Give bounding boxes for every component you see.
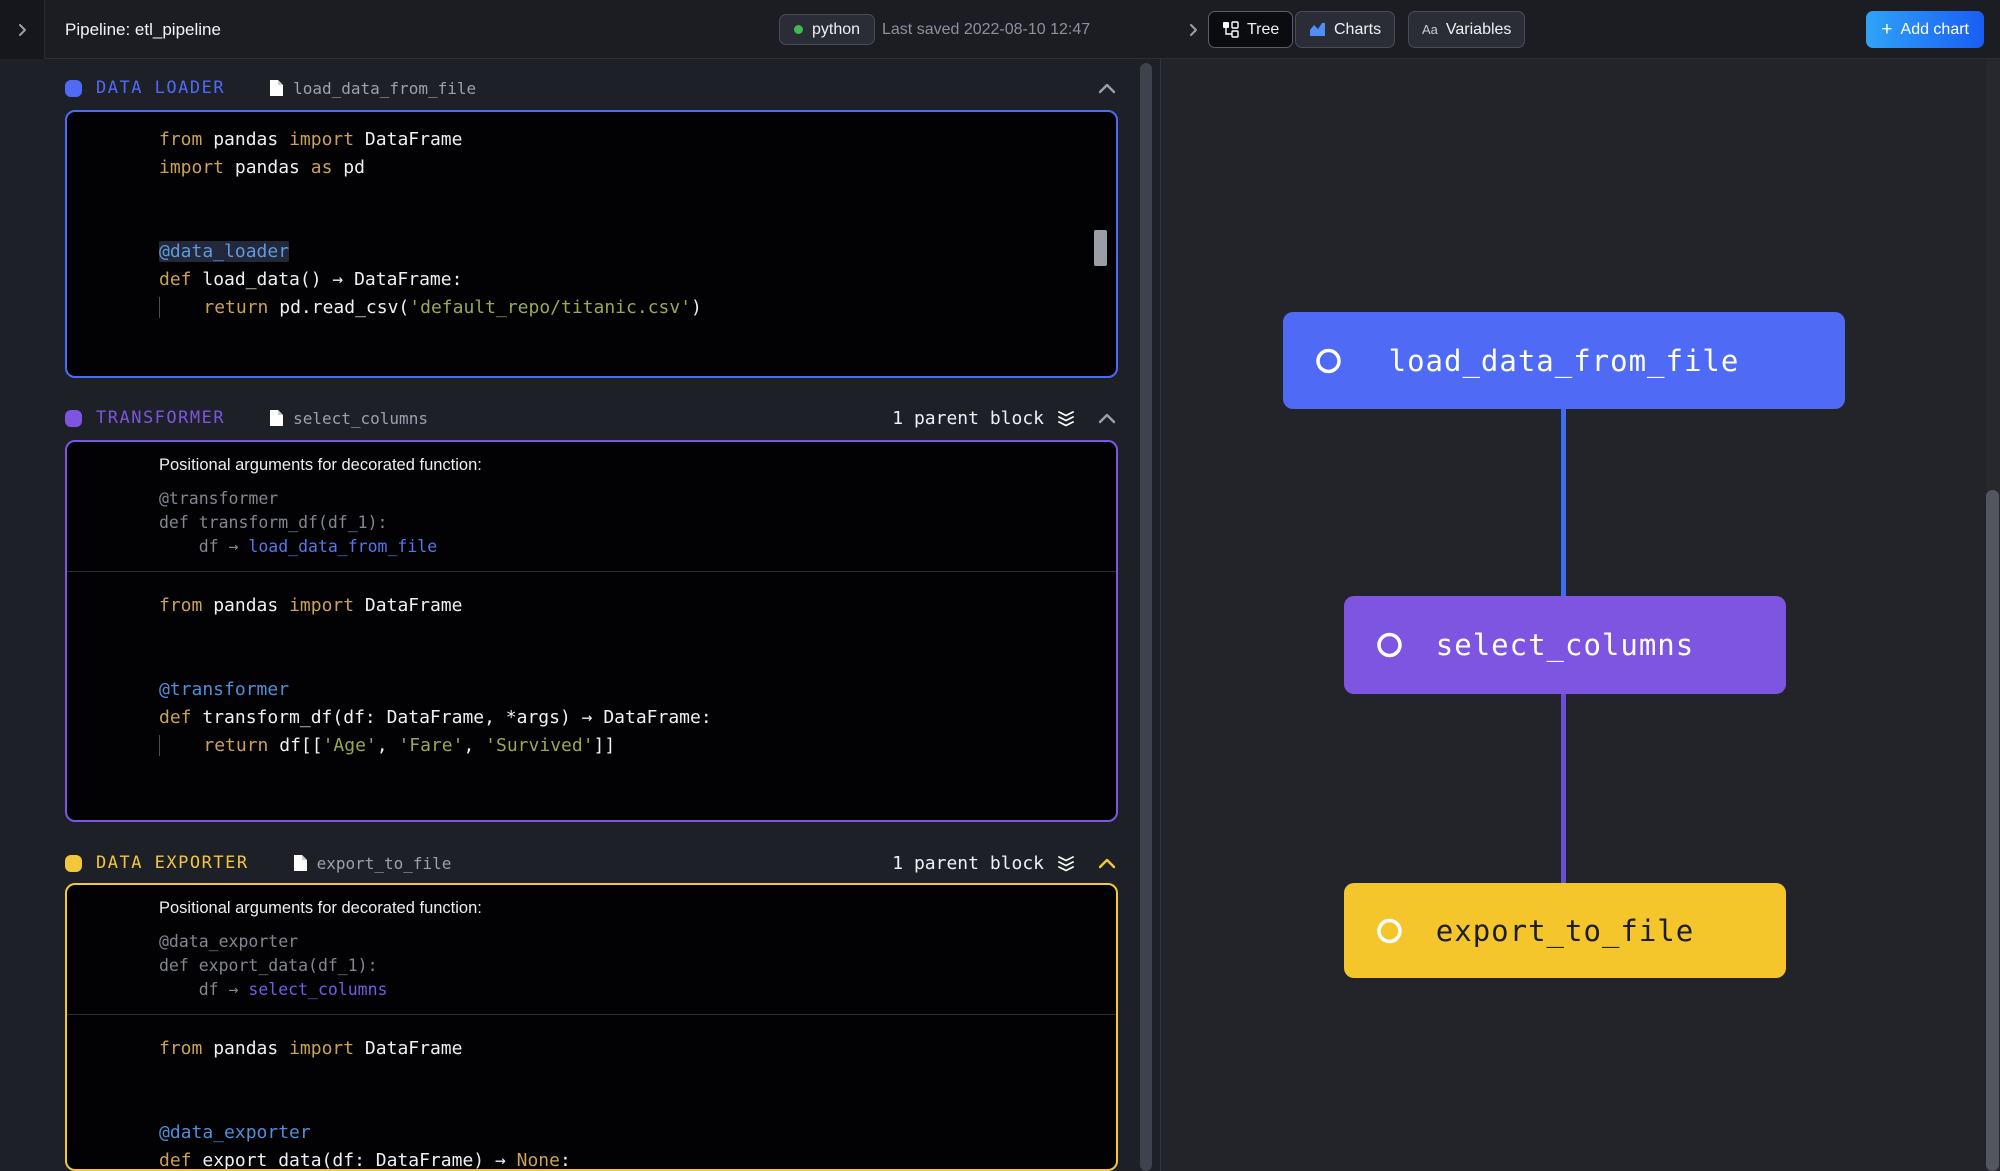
tree-node-select-columns[interactable]: select_columns [1344, 596, 1786, 694]
block-type-dot [65, 854, 82, 872]
positional-args-section: Positional arguments for decorated funct… [67, 442, 1116, 572]
language-status-dot [794, 25, 803, 34]
block-type-label: DATA LOADER [96, 78, 226, 98]
tree-edge-loader-to-transformer [1561, 409, 1566, 596]
data-exporter-code-editor[interactable]: Positional arguments for decorated funct… [65, 883, 1118, 1171]
parent-blocks-label: 1 parent block [892, 407, 1044, 429]
pipeline-editor-panel: DATA LOADER load_data_from_file from pan… [0, 59, 1160, 1171]
collapse-block-button[interactable] [1098, 858, 1116, 869]
tab-tree[interactable]: Tree [1208, 11, 1294, 48]
code-content[interactable]: from pandas import DataFrame @data_expor… [159, 1038, 571, 1171]
panel-collapse-button[interactable] [1178, 0, 1208, 59]
tab-charts[interactable]: Charts [1295, 11, 1396, 48]
file-icon [269, 79, 284, 97]
add-chart-label: Add chart [1900, 20, 1969, 38]
language-label: python [812, 20, 861, 38]
positional-args-title: Positional arguments for decorated funct… [159, 456, 482, 474]
block-file-name: export_to_file [316, 853, 452, 873]
node-status-icon [1376, 917, 1403, 944]
node-label: load_data_from_file [1388, 343, 1740, 378]
collapse-block-button[interactable] [1098, 83, 1116, 94]
chevron-right-icon [19, 23, 26, 36]
variables-icon: Aa [1422, 22, 1438, 37]
parent-blocks-label: 1 parent block [892, 852, 1044, 874]
data-exporter-block-header: DATA EXPORTER export_to_file 1 parent bl… [65, 850, 1118, 876]
block-type-dot [65, 79, 82, 97]
file-icon [293, 854, 308, 872]
plus-icon: + [1881, 19, 1893, 40]
tree-edge-transformer-to-exporter [1561, 694, 1566, 883]
last-saved-text: Last saved 2022-08-10 12:47 [882, 20, 1091, 38]
add-chart-button[interactable]: + Add chart [1866, 11, 1984, 48]
code-content[interactable]: from pandas import DataFrame @transforme… [159, 595, 712, 756]
pipeline-title: Pipeline: etl_pipeline [65, 19, 221, 39]
collapse-block-button[interactable] [1098, 413, 1116, 424]
tree-scrollbar[interactable] [1986, 490, 1999, 1171]
top-bar-right: Tree Charts Aa Variables + Add chart [1160, 0, 2000, 59]
block-file-name: select_columns [293, 408, 428, 428]
language-badge: python [779, 14, 876, 45]
tab-charts-label: Charts [1334, 20, 1382, 38]
node-label: select_columns [1435, 628, 1695, 662]
tab-variables-label: Variables [1445, 20, 1512, 38]
top-bar: Pipeline: etl_pipeline python Last saved… [0, 0, 2000, 59]
code-scrollbar[interactable] [1094, 230, 1107, 266]
node-label: export_to_file [1435, 913, 1695, 948]
node-status-icon [1315, 347, 1342, 374]
positional-args-title: Positional arguments for decorated funct… [159, 899, 482, 917]
block-type-label: TRANSFORMER [96, 408, 226, 428]
tree-node-export-to-file[interactable]: export_to_file [1344, 883, 1786, 978]
stack-icon [1056, 854, 1076, 872]
tab-tree-label: Tree [1247, 20, 1280, 38]
dependency-tree-panel: load_data_from_file select_columns expor… [1160, 59, 2000, 1171]
block-type-label: DATA EXPORTER [96, 853, 249, 873]
node-status-icon [1376, 632, 1403, 659]
block-file-name: load_data_from_file [293, 78, 477, 98]
tab-variables[interactable]: Aa Variables [1408, 11, 1526, 48]
tree-icon [1223, 21, 1239, 38]
positional-args-section: Positional arguments for decorated funct… [67, 885, 1116, 1015]
data-loader-block-header: DATA LOADER load_data_from_file [65, 75, 1118, 101]
tree-node-load-data-from-file[interactable]: load_data_from_file [1283, 312, 1845, 409]
file-icon [269, 409, 284, 427]
chevron-right-icon [1190, 23, 1197, 36]
charts-icon [1310, 23, 1325, 36]
block-type-dot [65, 409, 82, 427]
transformer-block-header: TRANSFORMER select_columns 1 parent bloc… [65, 405, 1118, 431]
sidebar-toggle-button[interactable] [0, 0, 45, 59]
stack-icon [1056, 409, 1076, 427]
editor-scrollbar[interactable] [1140, 63, 1152, 1171]
transformer-code-editor[interactable]: Positional arguments for decorated funct… [65, 440, 1118, 822]
